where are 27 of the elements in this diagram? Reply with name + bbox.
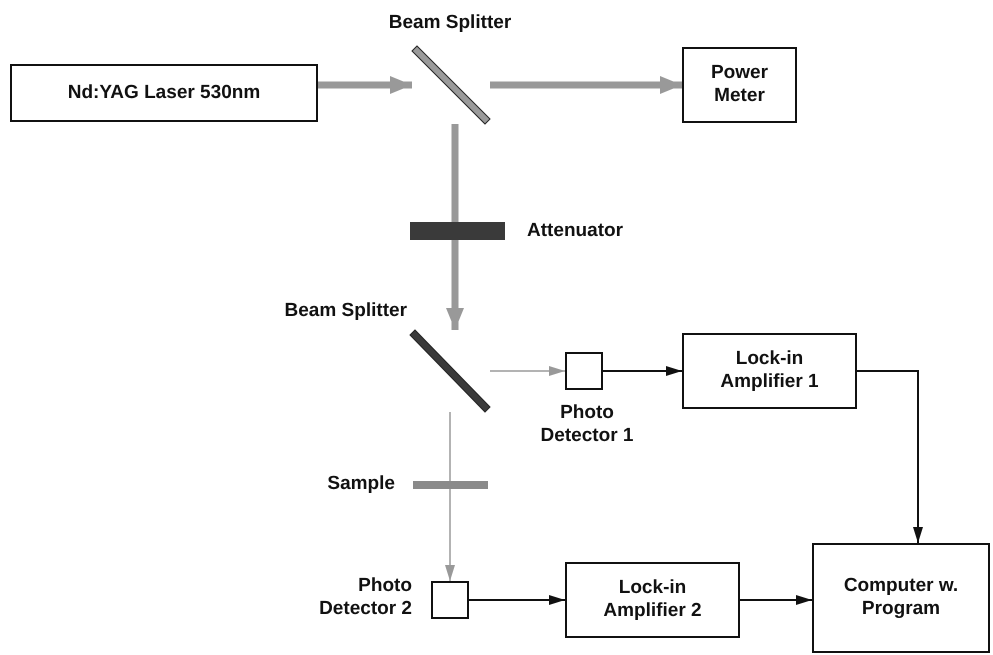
- component-label: Sample: [326, 473, 395, 496]
- component-label: Photo Detector 2: [318, 575, 412, 621]
- arrow: [603, 366, 682, 376]
- arrow: [490, 76, 682, 94]
- arrow: [490, 366, 565, 376]
- computer-box: [812, 543, 990, 653]
- component-label: Beam Splitter: [284, 300, 407, 323]
- arrow: [740, 595, 812, 605]
- arrow: [445, 489, 455, 581]
- box-label: Lock-in Amplifier 1: [719, 348, 820, 394]
- arrow: [318, 76, 412, 94]
- laser-box: [10, 64, 318, 122]
- amplifier-box: [682, 333, 857, 409]
- arrow: [446, 240, 464, 330]
- box-label: Nd:YAG Laser 530nm: [68, 82, 260, 104]
- beam-line: [452, 124, 458, 222]
- arrow: [857, 370, 923, 543]
- amplifier-box: [565, 562, 740, 638]
- box-label: Computer w. Program: [842, 575, 960, 621]
- box-label: Lock-in Amplifier 2: [602, 577, 703, 623]
- component-label: Attenuator: [527, 220, 624, 243]
- component-label: Beam Splitter: [388, 12, 512, 35]
- beam-line: [449, 412, 451, 481]
- component-label: Photo Detector 1: [540, 402, 634, 448]
- arrow: [469, 595, 565, 605]
- box-label: Power Meter: [710, 62, 770, 108]
- power-meter-box: [682, 47, 797, 123]
